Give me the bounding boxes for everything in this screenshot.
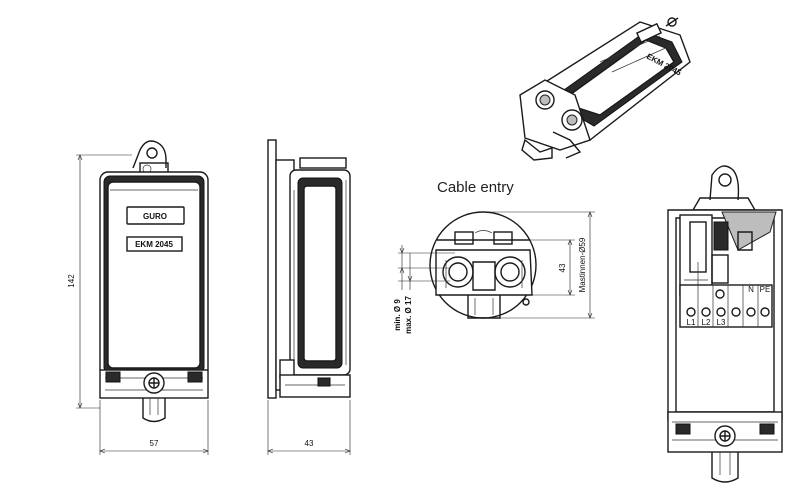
model-label: EKM 2045 <box>135 240 173 249</box>
terminal-pe: PE <box>760 285 771 294</box>
terminal-n: N <box>748 285 754 294</box>
dim-min-diameter: min. Ø 9 <box>393 299 402 331</box>
terminal-l2: L2 <box>702 318 711 327</box>
dim-depth: 43 <box>305 439 314 448</box>
side-view: 43 <box>267 139 351 455</box>
dim-entry-height: 43 <box>558 263 567 272</box>
terminal-l1: L1 <box>687 318 696 327</box>
isometric-view: EKM 2045 <box>519 17 691 161</box>
dim-height: 142 <box>67 274 76 288</box>
interior-view: L1 L2 L3 N PE <box>667 165 783 483</box>
brand-label: GURO <box>143 212 167 221</box>
front-view: GURO EKM 2045 142 57 <box>67 140 209 455</box>
terminal-l3: L3 <box>717 318 726 327</box>
section-title: Cable entry <box>437 179 514 196</box>
cable-entry-view: Cable entry 43 Mastinnen-Ø59 min. Ø 9 ma… <box>393 179 595 334</box>
dim-mast-inner: Mastinnen-Ø59 <box>578 237 587 292</box>
dim-width: 57 <box>150 439 159 448</box>
dim-max-diameter: max. Ø 17 <box>404 296 413 334</box>
